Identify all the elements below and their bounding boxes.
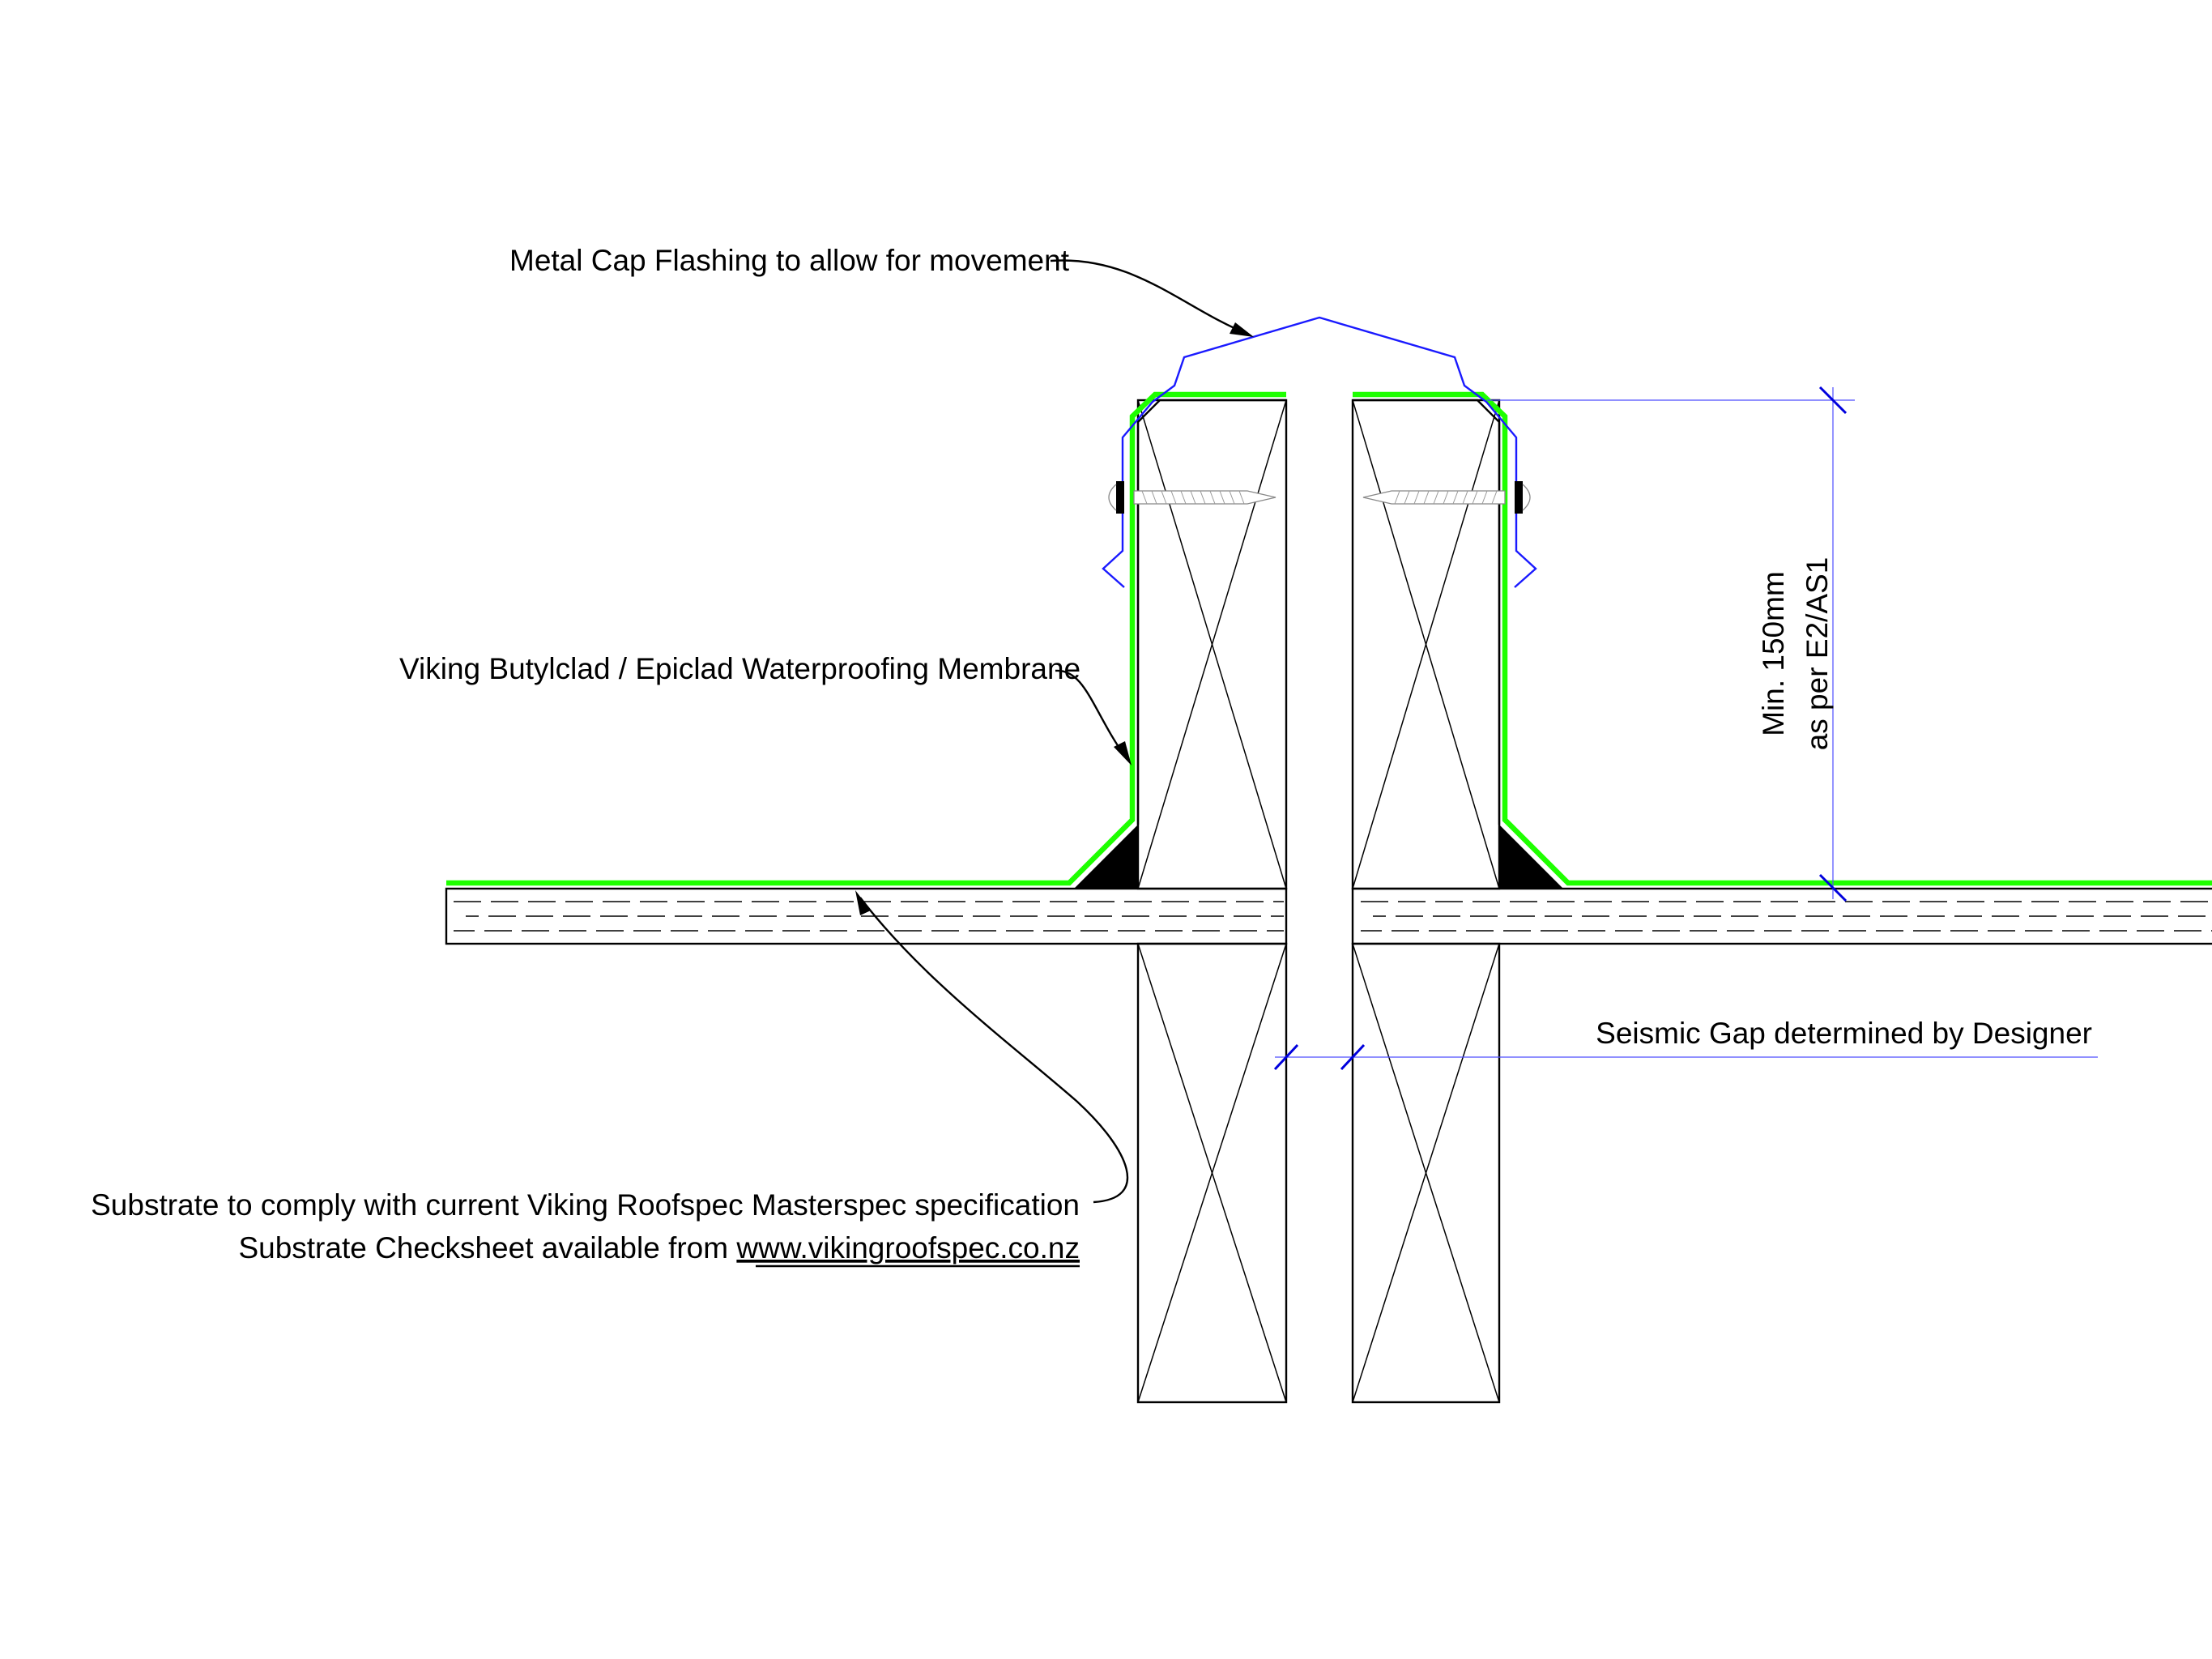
arrowhead-substrate [855, 890, 871, 915]
membrane-left [446, 391, 1286, 886]
angle-fillet-left [1074, 825, 1138, 889]
timber-joist-left [1136, 942, 1288, 1404]
label-cap-flashing: Metal Cap Flashing to allow for movement [509, 244, 1070, 277]
dimension-seismic-gap [1273, 1043, 2098, 1071]
label-min-height-line2: as per E2/AS1 [1801, 557, 1834, 751]
leader-substrate [859, 897, 1129, 1204]
label-substrate-prefix: Substrate Checksheet available from [238, 1231, 736, 1265]
arrowhead-cap-flashing [1230, 322, 1254, 337]
label-membrane: Viking Butylclad / Epiclad Waterproofing… [399, 652, 1080, 685]
metal-cap-flashing [1102, 316, 1537, 588]
substrate-deck-right [1351, 887, 2212, 945]
link-vikingroofspec[interactable]: www.vikingroofspec.co.nz [735, 1231, 1080, 1265]
label-seismic-gap: Seismic Gap determined by Designer [1596, 1017, 2092, 1050]
leader-cap-flashing [1050, 259, 1248, 335]
upstand-top-outline-left [1136, 399, 1286, 825]
dimension-min-height [1487, 386, 1855, 902]
upstand-top-outline-right [1353, 399, 1501, 825]
label-min-height-line1: Min. 150mm [1757, 571, 1790, 736]
timber-upstand-left [1136, 399, 1288, 890]
timber-joist-right [1351, 942, 1501, 1404]
membrane-right [1353, 391, 2212, 886]
leader-membrane [1055, 669, 1127, 758]
angle-fillet-right [1499, 825, 1563, 889]
label-substrate-line1: Substrate to comply with current Viking … [91, 1188, 1080, 1222]
arrowhead-membrane [1114, 741, 1132, 766]
screw-right [1362, 481, 1531, 514]
screw-left [1108, 481, 1276, 514]
timber-upstand-right [1351, 399, 1501, 890]
substrate-deck-left [445, 887, 1288, 945]
label-substrate-line2: Substrate Checksheet available from www.… [238, 1231, 1080, 1265]
